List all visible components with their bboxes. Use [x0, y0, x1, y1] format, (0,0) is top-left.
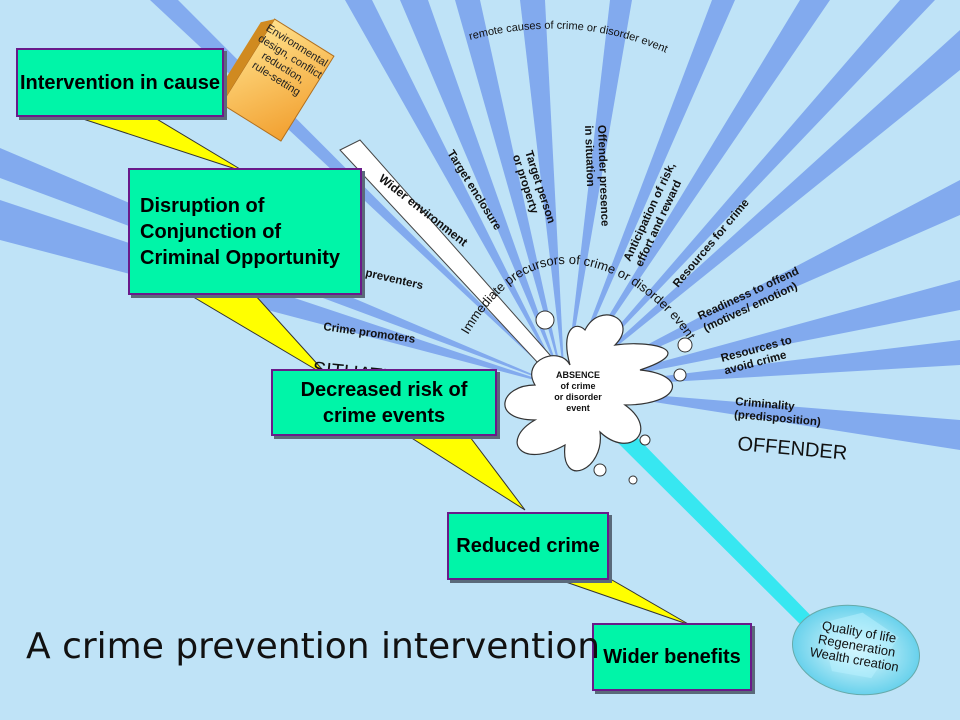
intervention-card: Environmentaldesign, conflictreduction,r… — [207, 18, 335, 142]
ray — [565, 280, 960, 388]
slide-title: A crime prevention intervention — [26, 626, 601, 667]
arc-label-remote: remote causes of crime or disorder event — [468, 20, 670, 56]
ray — [455, 0, 565, 388]
cyan-beam — [605, 425, 820, 632]
benefits-gem: Quality of lifeRegenerationWealth creati… — [792, 604, 920, 696]
yellow-arrows — [79, 117, 691, 626]
decreased-risk-label: Decreased risk of crime events — [300, 378, 468, 427]
spoke-label-offender-presence: Offender presencein situation — [582, 125, 611, 227]
ray — [565, 0, 830, 388]
arrow-3 — [408, 436, 526, 511]
gem-label: Quality of lifeRegenerationWealth creati… — [809, 617, 905, 675]
ray — [400, 0, 565, 388]
absence-line: of crime — [560, 381, 595, 391]
disruption-label: Disruption of Conjunction of Criminal Op… — [140, 194, 340, 269]
wider-benefits-label: Wider benefits — [603, 646, 741, 668]
offender-label: OFFENDER — [737, 433, 848, 465]
arrow-2 — [188, 294, 331, 379]
disruption-box: Disruption of Conjunction of Criminal Op… — [128, 168, 362, 295]
offender-presence-line: in situation — [582, 125, 596, 187]
decreased-risk-box: Decreased risk of crime events — [271, 369, 497, 436]
absence-line: ABSENCE — [556, 370, 600, 380]
intervention-in-cause-label: Intervention in cause — [19, 71, 221, 94]
reduced-crime-box: Reduced crime — [447, 512, 609, 580]
ray — [565, 180, 960, 388]
absence-line: event — [566, 403, 590, 413]
ray — [565, 0, 935, 388]
spoke-label-readiness: Readiness to offend(motives/ emotion) — [696, 265, 806, 334]
reduced-crime-label: Reduced crime — [456, 535, 600, 557]
ray — [520, 0, 565, 388]
ray — [565, 0, 735, 388]
ray — [565, 0, 632, 388]
offender-presence-line: Offender presence — [595, 125, 611, 227]
ray — [565, 30, 960, 388]
arrow-1 — [79, 117, 246, 173]
arrow-4 — [559, 579, 691, 626]
intervention-in-cause-box: Intervention in cause — [16, 48, 224, 117]
ray — [565, 388, 960, 450]
criminality-line: Criminality — [735, 396, 796, 413]
wider-benefits-box: Wider benefits — [592, 623, 752, 691]
intervention-card-text: Environmentaldesign, conflictreduction,r… — [242, 22, 331, 104]
arc-label-remote-path: remote causes of crime or disorder event — [468, 20, 670, 56]
ray — [345, 0, 565, 388]
absence-line: or disorder — [554, 392, 602, 402]
